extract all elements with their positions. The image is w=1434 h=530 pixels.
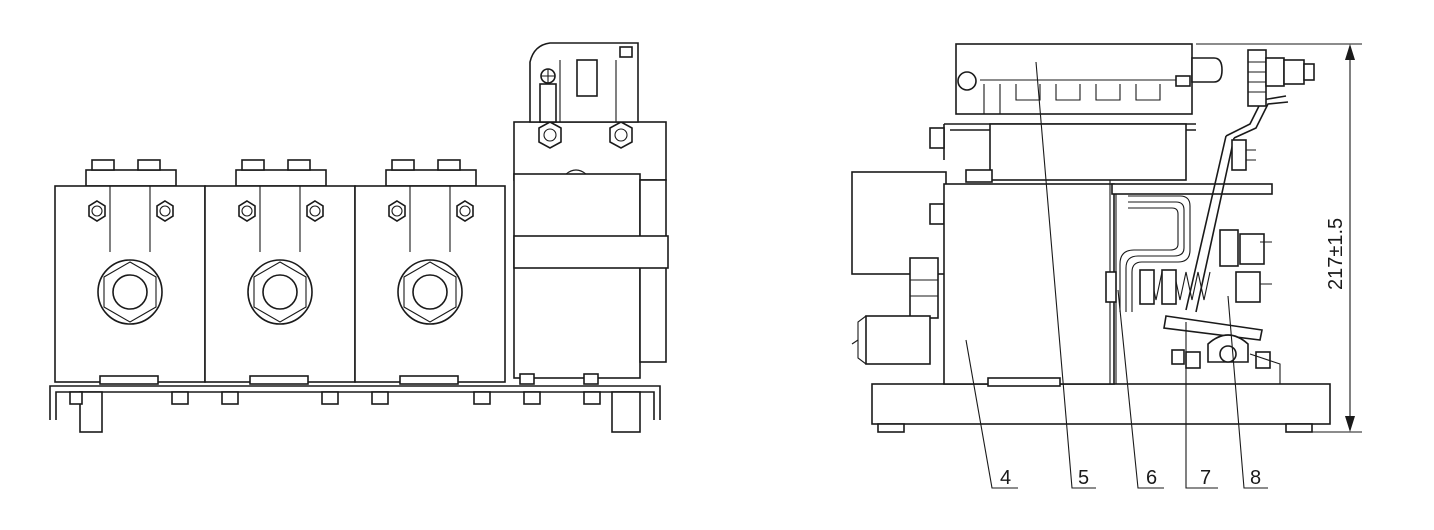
front-base-nuts	[69, 391, 601, 405]
pole-block-2	[204, 159, 356, 385]
front-foot-left	[79, 391, 103, 433]
callout-6: 6	[1146, 467, 1157, 489]
auxiliary-switch	[529, 42, 639, 123]
front-view	[49, 42, 669, 433]
pole-block-1	[54, 159, 206, 385]
side-view: 217±1.5 4 5 6 7 8	[851, 43, 1362, 489]
dimension-label: 217±1.5	[1325, 218, 1347, 290]
side-base-plate	[871, 383, 1331, 425]
front-base-bracket	[49, 385, 661, 420]
top-frame	[955, 43, 1223, 115]
callout-5: 5	[1078, 467, 1089, 489]
contact-assembly	[1105, 95, 1289, 384]
callout-8: 8	[1250, 467, 1261, 489]
leader-lines	[965, 61, 1268, 489]
left-nut-stack	[851, 257, 939, 365]
left-housing	[851, 171, 947, 275]
pole-block-3	[354, 159, 506, 385]
top-terminal	[1247, 49, 1315, 107]
coil-bracket	[943, 183, 1115, 385]
callout-7: 7	[1200, 467, 1211, 489]
callout-4: 4	[1000, 467, 1011, 489]
front-foot-right	[611, 391, 641, 433]
dimension-217: 217±1.5	[1196, 43, 1362, 433]
coil-assembly	[513, 121, 669, 385]
